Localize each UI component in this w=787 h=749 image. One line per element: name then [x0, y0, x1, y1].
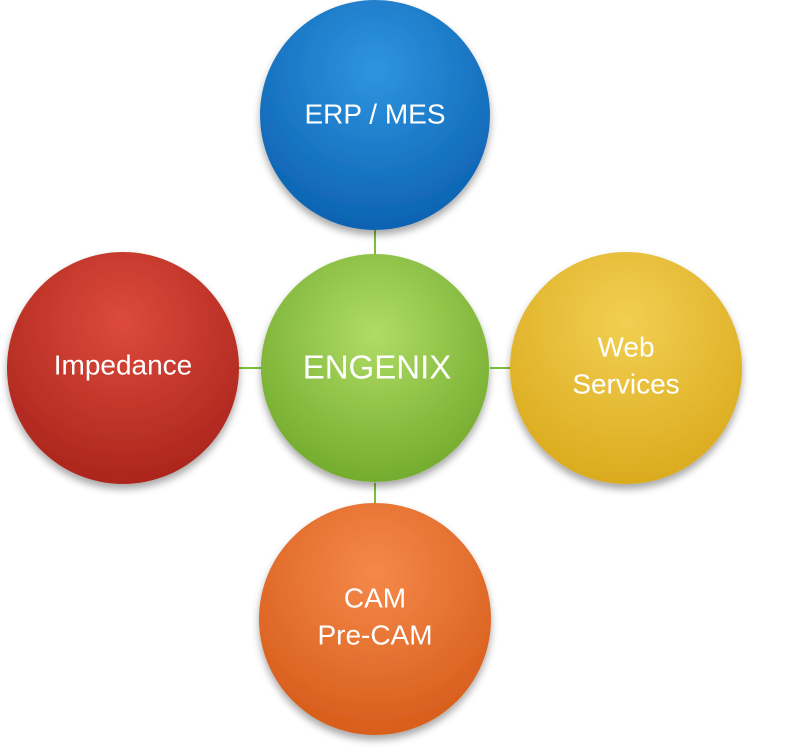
node-engenix-circle: [261, 254, 489, 482]
node-web-services: Web Services: [510, 252, 742, 484]
node-impedance-label: Impedance: [54, 349, 193, 380]
node-cam-label-line-1: CAM: [344, 582, 406, 613]
node-web-services-label-line-1: Web: [597, 331, 654, 362]
node-impedance-circle: [7, 252, 239, 484]
node-erp-mes: ERP / MES: [260, 0, 490, 230]
node-erp-mes-circle: [260, 0, 490, 230]
node-cam-label-line-2: Pre-CAM: [317, 619, 432, 650]
node-impedance: Impedance: [7, 252, 239, 484]
node-engenix-label: ENGENIX: [303, 349, 452, 386]
node-cam-circle: [259, 503, 491, 735]
node-engenix: ENGENIX: [261, 254, 489, 482]
node-erp-mes-label: ERP / MES: [304, 98, 445, 129]
node-web-services-label-line-2: Services: [572, 368, 679, 399]
node-web-services-circle: [510, 252, 742, 484]
node-cam: CAM Pre-CAM: [259, 503, 491, 735]
